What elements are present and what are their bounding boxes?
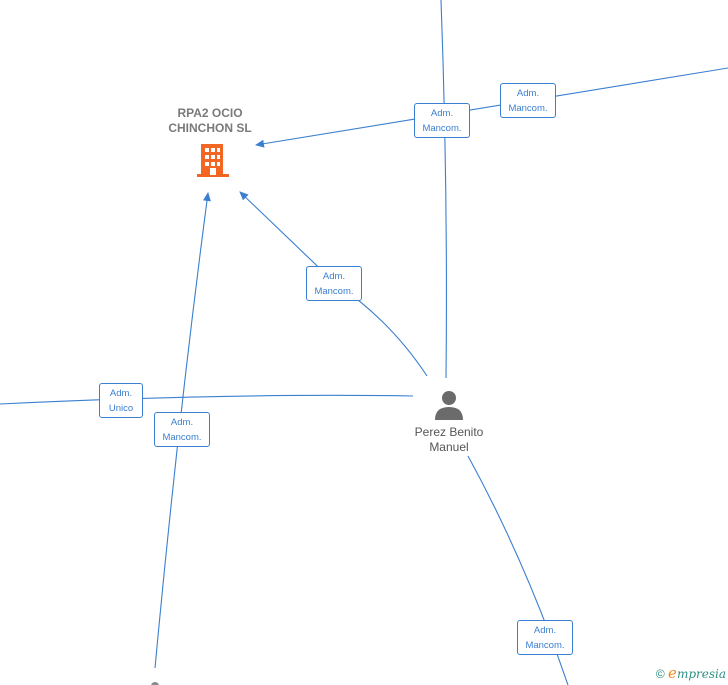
empresia-watermark: © empresia <box>655 664 726 682</box>
edge-right-to-company <box>255 67 728 148</box>
edge-label-adm-unico: Adm.Unico <box>99 383 143 418</box>
person-node-label[interactable]: Perez Benito Manuel <box>414 425 484 454</box>
edge-label-adm-mancom: Adm.Mancom. <box>414 103 470 138</box>
offscreen-node-icon <box>151 682 159 685</box>
edge-label-adm-mancom: Adm.Mancom. <box>154 412 210 447</box>
company-node-label[interactable]: RPA2 OCIO CHINCHON SL <box>168 106 252 135</box>
edge-label-adm-mancom: Adm.Mancom. <box>517 620 573 655</box>
building-icon[interactable] <box>196 142 230 178</box>
edge-top-to-person <box>440 0 447 379</box>
edge-label-adm-mancom: Adm.Mancom. <box>306 266 362 301</box>
edge-left-to-person <box>0 394 414 405</box>
edge-label-adm-mancom: Adm.Mancom. <box>500 83 556 118</box>
person-icon[interactable] <box>433 389 465 421</box>
